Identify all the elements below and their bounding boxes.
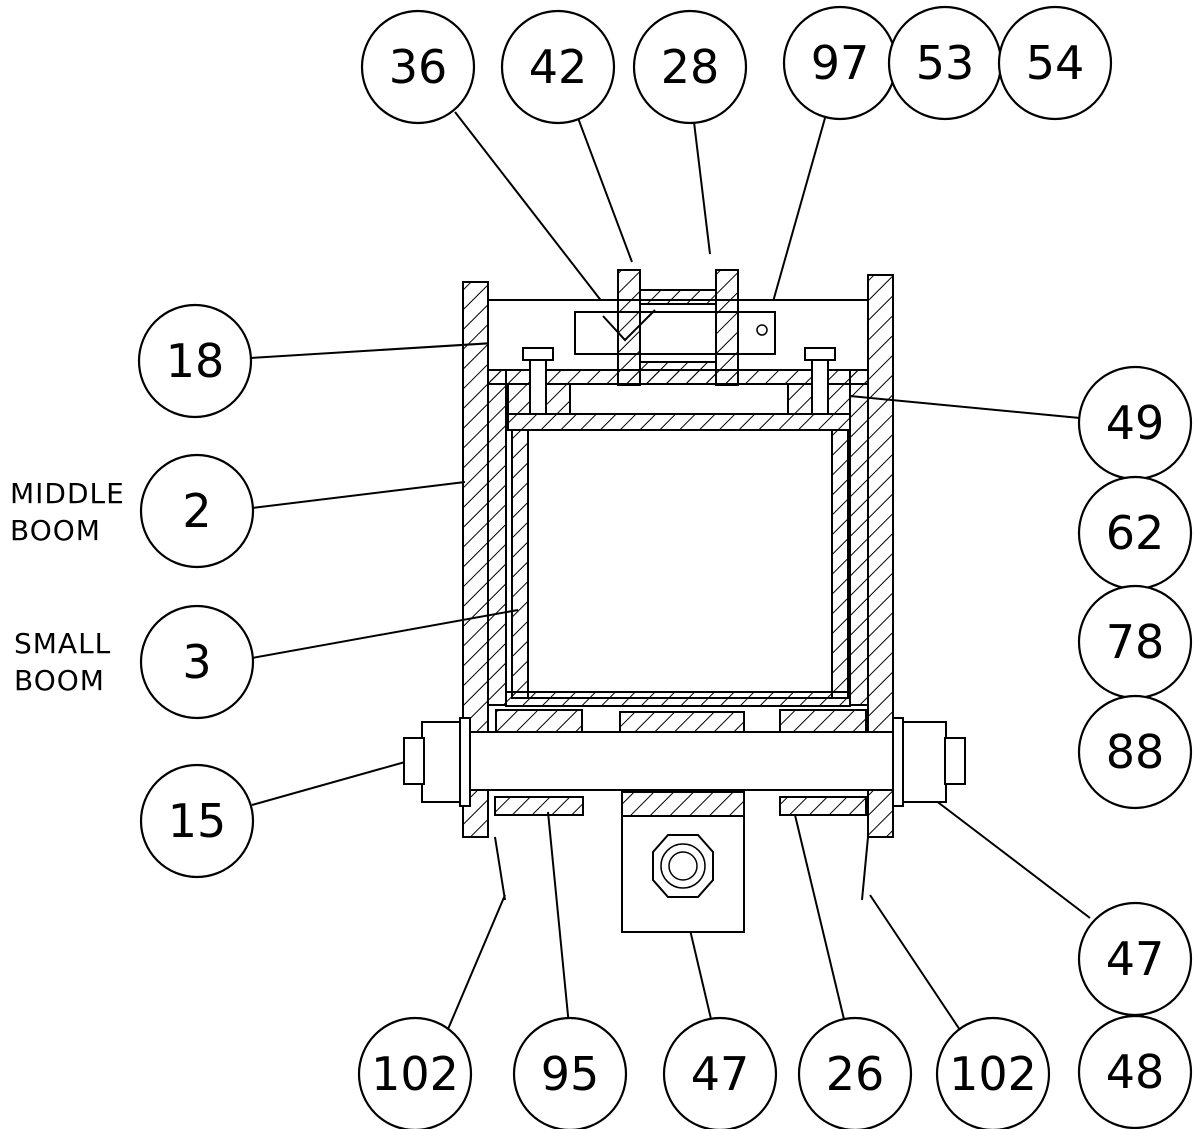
right-washer [892, 717, 904, 807]
small-boom-inner-space [527, 429, 833, 699]
small-boom-right-wall [831, 429, 849, 699]
small-boom-left-wall [511, 429, 529, 699]
sheave-hub-top [639, 289, 717, 305]
balloon-54: 54 [997, 5, 1113, 121]
balloon-54-label: 54 [1026, 36, 1085, 90]
sheave-pin-hole [756, 324, 768, 336]
balloon-26-label: 26 [826, 1047, 885, 1101]
balloon-3: 3 [139, 604, 255, 720]
balloon-102-left: 102 [357, 1016, 473, 1129]
balloon-47-bottom-label: 47 [691, 1047, 750, 1101]
balloon-102-right: 102 [935, 1016, 1051, 1129]
side-labels: MIDDLE BOOM SMALL BOOM [10, 477, 125, 697]
right-bolt-end [944, 737, 966, 785]
balloon-53: 53 [887, 5, 1003, 121]
left-bolt-end [403, 737, 425, 785]
leader-47-right [934, 799, 1091, 919]
balloon-49: 49 [1077, 365, 1193, 481]
leader-2 [251, 481, 466, 509]
leader-95 [547, 811, 571, 1037]
balloon-28-label: 28 [661, 40, 720, 94]
middle-boom-left-wall [487, 369, 507, 706]
small-boom-label-line2: BOOM [14, 664, 105, 697]
part-balloons: 36 42 28 97 53 54 18 2 3 15 49 62 78 88 … [137, 5, 1193, 1129]
cylinder-mount-top [621, 791, 745, 817]
small-boom-bottom-wall [505, 691, 851, 707]
balloon-102-right-label: 102 [949, 1047, 1037, 1101]
left-lower-leg [494, 836, 506, 901]
top-right-bolt-head [804, 347, 836, 361]
sheave-flange-right [715, 269, 739, 386]
balloon-26: 26 [797, 1016, 913, 1129]
balloon-18: 18 [137, 303, 253, 419]
bottom-left-lower-pad [494, 796, 584, 816]
balloon-53-label: 53 [916, 36, 975, 90]
balloon-48: 48 [1077, 1014, 1193, 1129]
small-boom-top-wall [507, 413, 851, 431]
balloon-42: 42 [500, 9, 616, 125]
bottom-right-lower-pad [779, 796, 867, 816]
middle-boom-label-line1: MIDDLE [10, 477, 125, 510]
top-left-bolt-head [522, 347, 554, 361]
sheave-flange-left [617, 269, 641, 386]
balloon-78: 78 [1077, 584, 1193, 700]
pivot-pin [464, 731, 894, 791]
middle-boom-right-wall [849, 369, 869, 706]
left-washer [459, 717, 471, 807]
balloon-36: 36 [360, 9, 476, 125]
balloon-2-label: 2 [182, 484, 211, 538]
balloon-15: 15 [139, 763, 255, 879]
boom-structure [403, 269, 966, 933]
balloon-42-label: 42 [529, 40, 588, 94]
balloon-15-label: 15 [168, 794, 227, 848]
leader-102-left [439, 894, 506, 1049]
balloon-97: 97 [782, 5, 898, 121]
leader-15 [251, 761, 406, 806]
hex-nut-bore [668, 851, 698, 881]
balloon-97-label: 97 [811, 36, 870, 90]
balloon-48-label: 48 [1106, 1045, 1165, 1099]
balloon-49-label: 49 [1106, 396, 1165, 450]
balloon-95-label: 95 [541, 1047, 600, 1101]
balloon-88-label: 88 [1106, 725, 1165, 779]
sheave-pin [574, 311, 776, 355]
balloon-3-label: 3 [182, 635, 211, 689]
small-boom-label-line1: SMALL [14, 627, 111, 660]
leader-26 [794, 814, 849, 1037]
balloon-47-right: 47 [1077, 901, 1193, 1017]
balloon-62-label: 62 [1106, 506, 1165, 560]
balloon-2: 2 [139, 453, 255, 569]
right-lower-leg [861, 836, 869, 901]
balloon-28: 28 [632, 9, 748, 125]
bottom-center-upper-pad [619, 711, 745, 733]
balloon-88: 88 [1077, 694, 1193, 810]
hex-nut-ring [660, 843, 706, 889]
leader-42 [577, 117, 633, 263]
balloon-47-bottom: 47 [662, 1016, 778, 1129]
balloon-36-label: 36 [389, 40, 448, 94]
bottom-left-upper-pad [495, 709, 583, 733]
bottom-right-upper-pad [779, 709, 867, 733]
leader-97 [764, 117, 826, 331]
right-nut [901, 721, 947, 803]
balloon-47-right-label: 47 [1106, 932, 1165, 986]
balloon-95: 95 [512, 1016, 628, 1129]
balloon-102-left-label: 102 [371, 1047, 459, 1101]
top-left-bolt [529, 355, 547, 415]
leader-102-right [869, 894, 969, 1043]
balloon-18-label: 18 [166, 334, 225, 388]
leader-28 [693, 121, 711, 255]
balloon-78-label: 78 [1106, 615, 1165, 669]
middle-boom-label-line2: BOOM [10, 514, 101, 547]
sheave-hub-bottom [639, 361, 717, 385]
balloon-62: 62 [1077, 475, 1193, 591]
top-right-bolt [811, 355, 829, 415]
